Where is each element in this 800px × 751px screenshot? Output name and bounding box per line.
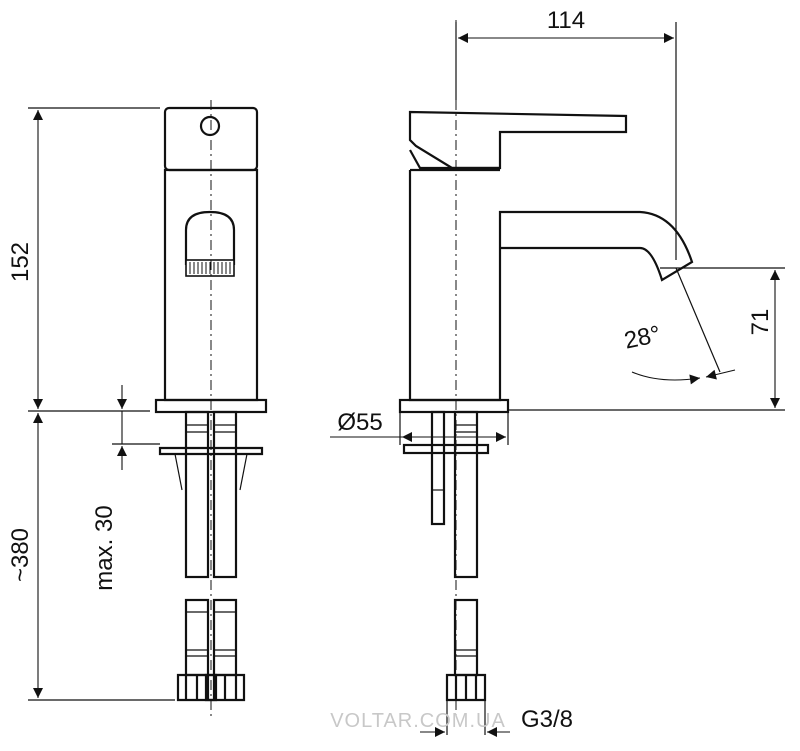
side-stud [430,410,446,526]
label-height-152: 152 [7,242,34,282]
front-hose-left [184,410,210,579]
label-thread-g38: G3/8 [521,706,573,733]
front-nut-right [204,673,246,702]
front-mounting-plate [158,446,264,456]
front-aerator-mesh [189,262,231,274]
front-nut-left [176,673,218,702]
label-hose-380: ~380 [7,528,34,582]
side-lever [408,110,628,170]
side-hose-threads [432,424,477,657]
side-view [398,20,721,720]
side-lever-base [409,149,500,170]
label-diameter-55: Ø55 [337,409,382,436]
side-body [408,170,694,402]
front-hose-left-lower [184,598,210,677]
side-hose-lower [453,598,479,677]
side-nut [445,673,487,702]
side-base-flange [398,398,510,414]
side-mounting-plate [402,443,490,455]
front-lever-hole [199,115,221,137]
watermark-text: VOLTAR.COM.UA [330,710,506,732]
dim-angle-arc [631,371,701,385]
front-spout-opening [184,210,236,265]
side-hose [453,410,479,579]
front-view [154,100,268,720]
label-width-114: 114 [547,7,585,34]
front-clamp [174,453,248,491]
front-hose-right [212,410,238,579]
front-hose-right-lower [212,598,238,677]
spout-axis-line [675,267,721,373]
dim-angle-arrow [705,369,736,380]
front-hose-threads [186,424,236,657]
label-angle-28: 28° [622,321,663,355]
label-height-71: 71 [747,309,774,336]
label-max-30: max. 30 [91,505,118,590]
dimension-lines [28,22,785,737]
